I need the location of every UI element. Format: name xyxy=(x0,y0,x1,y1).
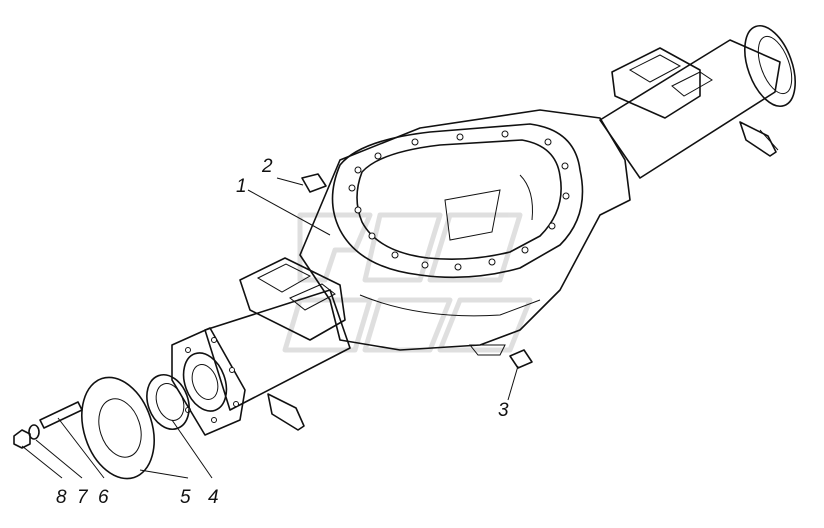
part-5-gasket xyxy=(81,376,155,480)
axle-housing-body xyxy=(299,109,631,356)
callout-5: 5 xyxy=(180,487,191,508)
part-7-washer xyxy=(28,424,40,440)
watermark-logo xyxy=(282,212,533,353)
part-2-plug xyxy=(301,173,327,193)
part-8-nut xyxy=(13,429,31,449)
callout-7: 7 xyxy=(77,487,89,508)
callout-3: 3 xyxy=(498,400,509,421)
part-4-seal-ring xyxy=(146,374,190,430)
left-axle-tube xyxy=(171,257,351,436)
part-3-plug xyxy=(509,349,533,369)
flange-bolt-holes xyxy=(348,130,570,271)
callout-8: 8 xyxy=(56,487,67,508)
callout-4: 4 xyxy=(208,487,219,508)
leader-lines xyxy=(21,177,519,479)
part-6-stud xyxy=(39,401,83,429)
callout-6: 6 xyxy=(98,487,109,508)
callout-1: 1 xyxy=(236,176,247,197)
callout-2: 2 xyxy=(261,156,273,177)
right-axle-tube xyxy=(599,25,796,179)
